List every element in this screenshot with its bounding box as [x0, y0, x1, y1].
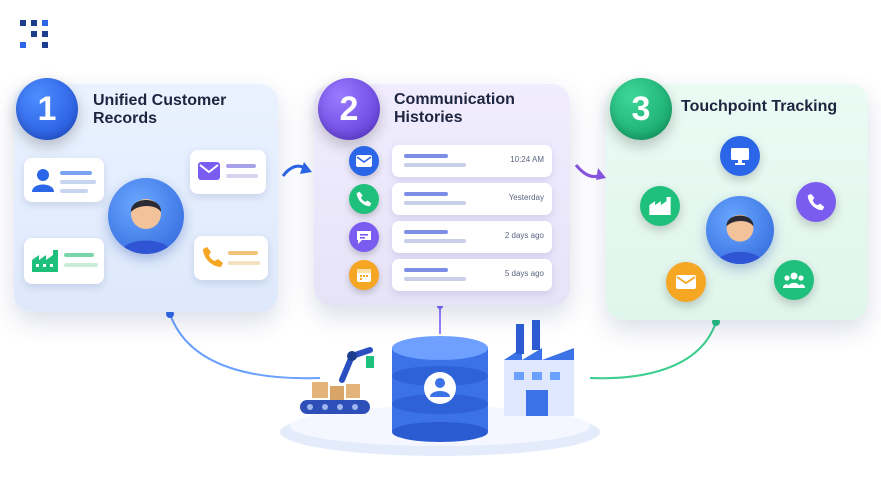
timeline-chat-icon	[349, 222, 379, 252]
customer-avatar	[706, 196, 774, 264]
timeline-time: 2 days ago	[504, 231, 544, 240]
timeline-row: Yesterday	[392, 183, 552, 215]
timeline-time: Yesterday	[508, 193, 544, 202]
step-badge-1: 1	[16, 78, 78, 140]
monitor-icon	[720, 136, 760, 176]
timeline-mail-icon	[349, 146, 379, 176]
factory-icon	[640, 186, 680, 226]
phone-icon	[796, 182, 836, 222]
brand-logo-icon	[20, 20, 48, 48]
group-icon	[774, 260, 814, 300]
email-card	[190, 150, 266, 194]
factory-icon	[32, 250, 58, 272]
contact-card	[24, 158, 104, 202]
step-badge-3: 3	[610, 78, 672, 140]
phone-card	[194, 236, 268, 280]
timeline-row: 5 days ago	[392, 259, 552, 291]
timeline-phone-icon	[349, 184, 379, 214]
panel-title-2: Communication Histories	[394, 91, 515, 126]
mail-icon	[198, 162, 220, 180]
timeline-calendar-icon	[349, 260, 379, 290]
customer-avatar	[108, 178, 184, 254]
user-icon	[32, 169, 54, 192]
data-hub-platform	[280, 320, 600, 456]
panel-title-1: Unified Customer Records	[93, 92, 227, 127]
phone-icon	[203, 247, 223, 267]
timeline-row: 10:24 AM	[392, 145, 552, 177]
step-badge-2: 2	[318, 78, 380, 140]
panel-title-3: Touchpoint Tracking	[681, 98, 838, 115]
company-card	[24, 238, 104, 284]
timeline-row: 2 days ago	[392, 221, 552, 253]
mail-icon	[666, 262, 706, 302]
timeline-time: 5 days ago	[504, 269, 544, 278]
timeline-time: 10:24 AM	[510, 155, 544, 164]
